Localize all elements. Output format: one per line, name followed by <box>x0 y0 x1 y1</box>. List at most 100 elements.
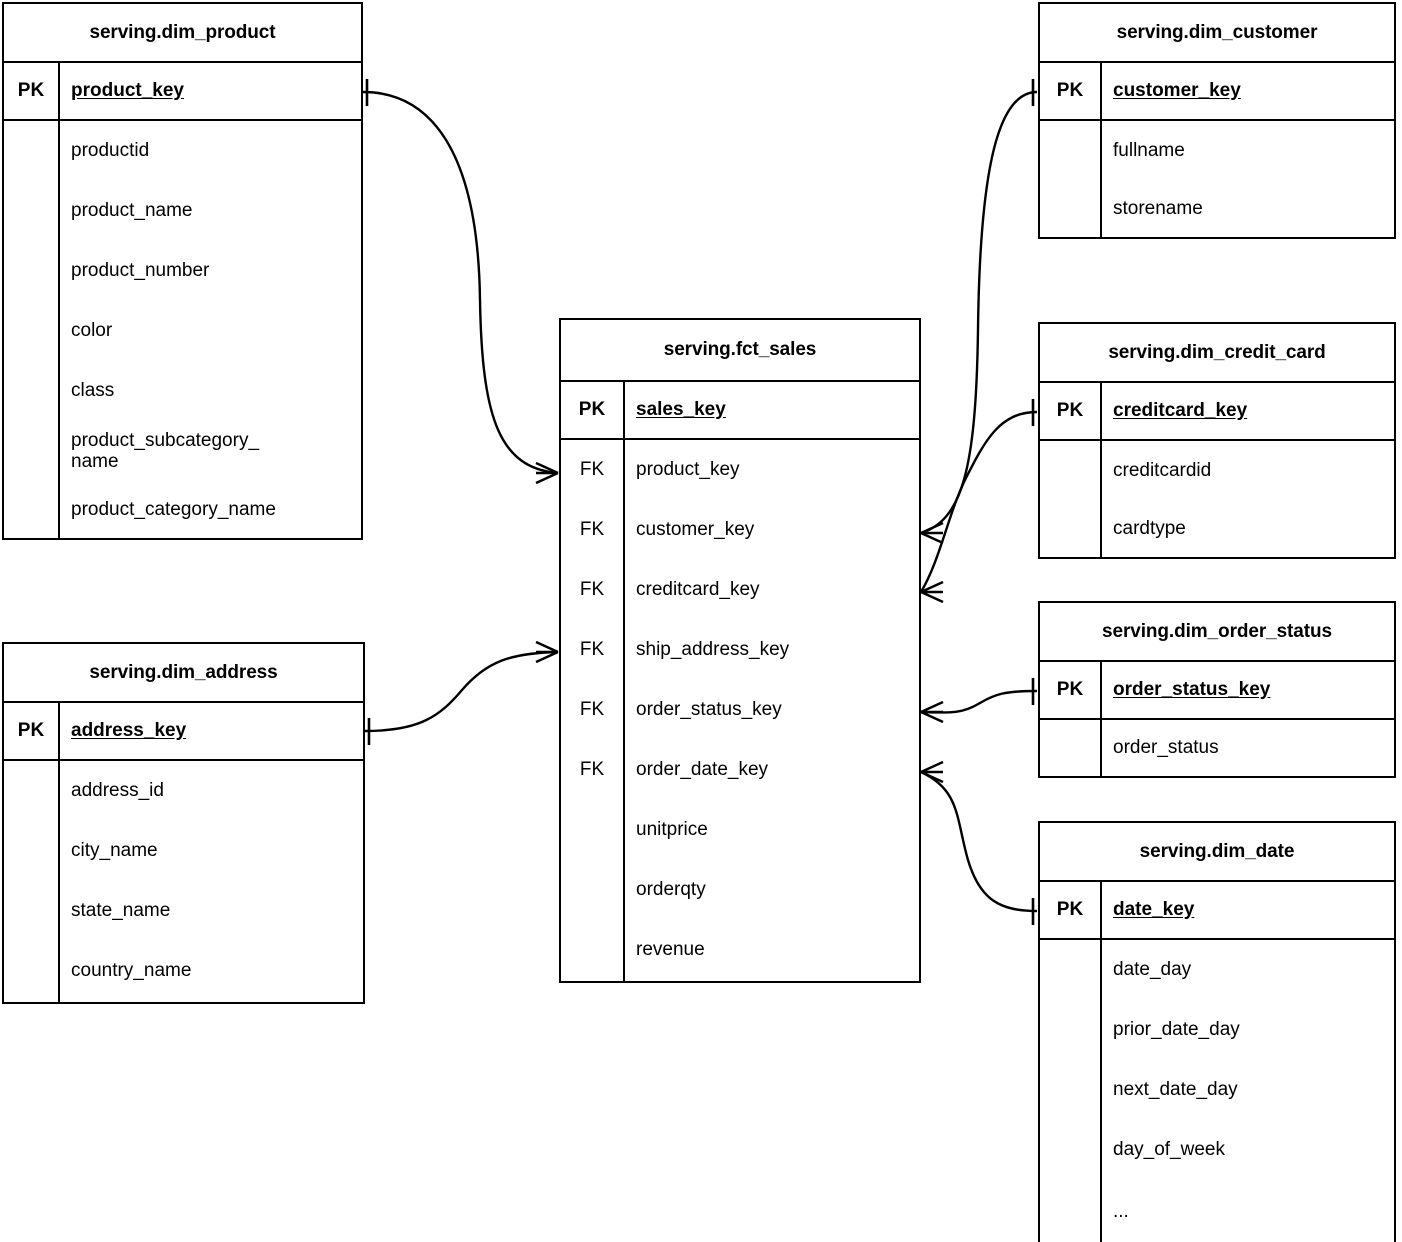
attr-name: cardtype <box>1113 517 1186 539</box>
attr-key <box>4 181 58 241</box>
attr-name: ... <box>1113 1200 1129 1222</box>
attr-key <box>4 361 58 421</box>
attr-name: product_category_name <box>71 499 276 521</box>
entity-title: serving.dim_credit_card <box>1108 341 1326 363</box>
relationship-creditcard <box>919 399 1038 604</box>
attr-name: unitprice <box>636 818 708 840</box>
entity-dim-product[interactable]: serving.dim_product PK product_key produ… <box>2 2 363 540</box>
attr-name: storename <box>1113 197 1203 219</box>
entity-attributes: fullname storename <box>1040 121 1394 237</box>
attr-key <box>1040 121 1100 181</box>
attr-name: order_status <box>1113 736 1219 758</box>
pk-field-name: date_key <box>1113 898 1195 920</box>
attr-name: prior_date_day <box>1113 1018 1240 1040</box>
attr-key <box>4 121 58 181</box>
relationship-date <box>920 760 1038 925</box>
attr-name: color <box>71 319 113 341</box>
attr-name: ship_address_key <box>636 638 790 660</box>
attr-key <box>4 881 58 941</box>
attr-key <box>4 301 58 361</box>
attr-name: revenue <box>636 939 705 961</box>
pk-badge: PK <box>1056 899 1084 920</box>
attr-key <box>4 421 58 483</box>
attr-key-fk: FK <box>579 639 605 660</box>
attr-name: customer_key <box>636 518 755 540</box>
attr-name: order_status_key <box>636 698 782 720</box>
attr-name: country_name <box>71 960 192 982</box>
attr-name: state_name <box>71 899 171 921</box>
pk-badge: PK <box>578 399 606 420</box>
entity-pk-row: PK date_key <box>1040 880 1394 940</box>
entity-dim-order-status[interactable]: serving.dim_order_status PK order_status… <box>1038 601 1396 778</box>
attr-key <box>561 920 623 981</box>
attr-key <box>561 860 623 920</box>
entity-attributes: productid product_name product_number co… <box>4 121 361 538</box>
attr-key <box>561 800 623 860</box>
attr-name: fullname <box>1113 139 1185 161</box>
entity-pk-row: PK address_key <box>4 701 363 761</box>
pk-field-name: order_status_key <box>1113 678 1271 700</box>
attr-key-fk: FK <box>579 699 605 720</box>
attr-name: next_date_day <box>1113 1078 1238 1100</box>
entity-attributes: order_status <box>1040 720 1394 776</box>
attr-key <box>1040 720 1100 776</box>
pk-badge: PK <box>1056 400 1084 421</box>
entity-pk-row: PK creditcard_key <box>1040 381 1394 441</box>
pk-badge: PK <box>1056 80 1084 101</box>
attr-name: product_subcategory_ name <box>71 430 260 472</box>
pk-badge: PK <box>1056 679 1084 700</box>
attr-key <box>1040 1060 1100 1120</box>
attr-key <box>1040 1180 1100 1242</box>
attr-name: city_name <box>71 839 158 861</box>
attr-key-fk: FK <box>579 579 605 600</box>
entity-title: serving.dim_address <box>89 661 278 683</box>
entity-attributes: creditcardid cardtype <box>1040 441 1394 557</box>
entity-title: serving.dim_order_status <box>1102 620 1332 642</box>
attr-key <box>1040 501 1100 557</box>
entity-pk-row: PK order_status_key <box>1040 660 1394 720</box>
attr-key <box>1040 441 1100 501</box>
pk-field-name: sales_key <box>636 398 726 420</box>
relationship-product <box>362 79 559 485</box>
pk-field-name: product_key <box>71 79 184 101</box>
entity-pk-row: PK customer_key <box>1040 61 1394 121</box>
attr-key <box>1040 940 1100 1000</box>
entity-attributes: address_id city_name state_name country_… <box>4 761 363 1002</box>
pk-badge: PK <box>17 720 45 741</box>
attr-key <box>4 241 58 301</box>
attr-name: product_number <box>71 259 210 281</box>
pk-field-name: customer_key <box>1113 79 1241 101</box>
relationship-address <box>364 640 559 745</box>
entity-fct-sales[interactable]: serving.fct_sales PK sales_key FK FK FK … <box>559 318 921 983</box>
attr-name: date_day <box>1113 958 1192 980</box>
pk-field-name: address_key <box>71 719 187 741</box>
attr-name: class <box>71 379 115 401</box>
attr-name: creditcard_key <box>636 578 760 600</box>
attr-key <box>4 761 58 821</box>
entity-title: serving.fct_sales <box>663 339 817 360</box>
entity-dim-date[interactable]: serving.dim_date PK date_key date_day pr… <box>1038 821 1396 1242</box>
attr-key-fk: FK <box>579 519 605 540</box>
attr-key <box>1040 181 1100 237</box>
attr-name: address_id <box>71 779 164 801</box>
entity-title: serving.dim_product <box>89 21 276 43</box>
attr-key <box>1040 1120 1100 1180</box>
attr-name: orderqty <box>636 878 706 900</box>
relationship-order-status <box>920 678 1038 724</box>
entity-pk-row: PK product_key <box>4 61 361 121</box>
attr-name: product_name <box>71 199 193 221</box>
attr-key-fk: FK <box>579 759 605 780</box>
entity-title: serving.dim_customer <box>1116 21 1318 43</box>
entity-pk-row: PK sales_key <box>561 380 919 440</box>
attr-key <box>4 483 58 538</box>
attr-key <box>4 941 58 1002</box>
entity-dim-customer[interactable]: serving.dim_customer PK customer_key ful… <box>1038 2 1396 239</box>
attr-name: productid <box>71 139 150 161</box>
pk-field-name: creditcard_key <box>1113 399 1248 421</box>
attr-key-fk: FK <box>579 459 605 480</box>
attr-name: creditcardid <box>1113 459 1212 481</box>
entity-dim-credit-card[interactable]: serving.dim_credit_card PK creditcard_ke… <box>1038 322 1396 559</box>
entity-dim-address[interactable]: serving.dim_address PK address_key addre… <box>2 642 365 1004</box>
entity-attributes: date_day prior_date_day next_date_day da… <box>1040 940 1394 1242</box>
